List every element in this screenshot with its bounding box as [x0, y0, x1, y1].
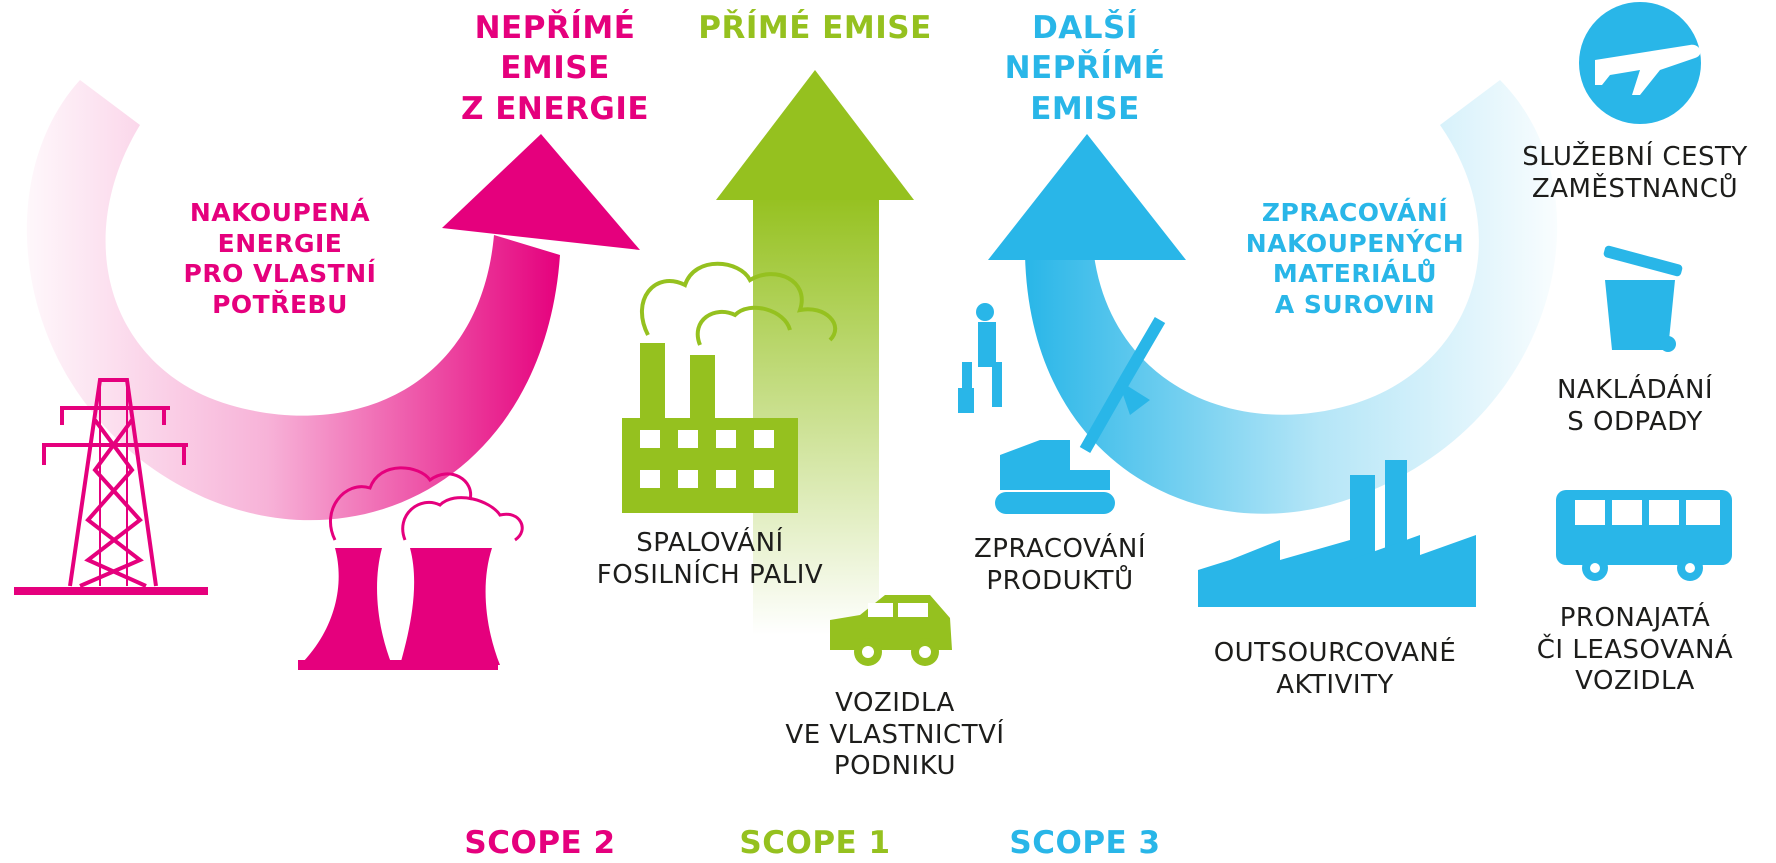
scope2-label: SCOPE 2: [464, 825, 616, 861]
trash-bin-icon: [1603, 245, 1683, 352]
leased-vehicles-label: PRONAJATÁ ČI LEASOVANÁ VOZIDLA: [1536, 603, 1734, 697]
scope2-description: NAKOUPENÁ ENERGIE PRO VLASTNÍ POTŘEBU: [183, 198, 377, 319]
excavator-worker-icon: [958, 303, 1166, 514]
scope3-description: ZPRACOVÁNÍ NAKOUPENÝCH MATERIÁLŮ A SUROV…: [1245, 198, 1465, 319]
business-travel-label: SLUŽEBNÍ CESTY ZAMĚSTNANCŮ: [1522, 142, 1748, 204]
company-vehicles-label: VOZIDLA VE VLASTNICTVÍ PODNIKU: [785, 688, 1005, 782]
scope3-arrow: [988, 80, 1558, 514]
fossil-fuel-combustion-label: SPALOVÁNÍ FOSILNÍCH PALIV: [596, 528, 824, 590]
scope1-arrow: [716, 70, 914, 635]
product-processing-label: ZPRACOVÁNÍ PRODUKTŮ: [973, 534, 1147, 596]
scope2-arrow: [26, 80, 640, 521]
car-icon: [830, 595, 952, 666]
waste-management-label: NAKLÁDÁNÍ S ODPADY: [1556, 375, 1714, 437]
factory-icon: [622, 261, 838, 513]
bus-icon: [1556, 490, 1732, 581]
scope1-label: SCOPE 1: [739, 825, 891, 861]
power-pylon-icon: [14, 378, 208, 595]
outsourced-factory-icon: [1198, 460, 1476, 607]
scope2-heading: NEPŘÍMÉ EMISE Z ENERGIE: [460, 10, 650, 127]
scope1-heading: PŘÍMÉ EMISE: [698, 10, 932, 46]
scope3-label: SCOPE 3: [1009, 825, 1161, 861]
outsourced-activities-label: OUTSOURCOVANÉ AKTIVITY: [1213, 638, 1457, 700]
scope3-heading: DALŠÍ NEPŘÍMÉ EMISE: [1004, 10, 1166, 127]
cooling-tower-icon: [298, 466, 524, 670]
airplane-icon: [1579, 2, 1701, 124]
